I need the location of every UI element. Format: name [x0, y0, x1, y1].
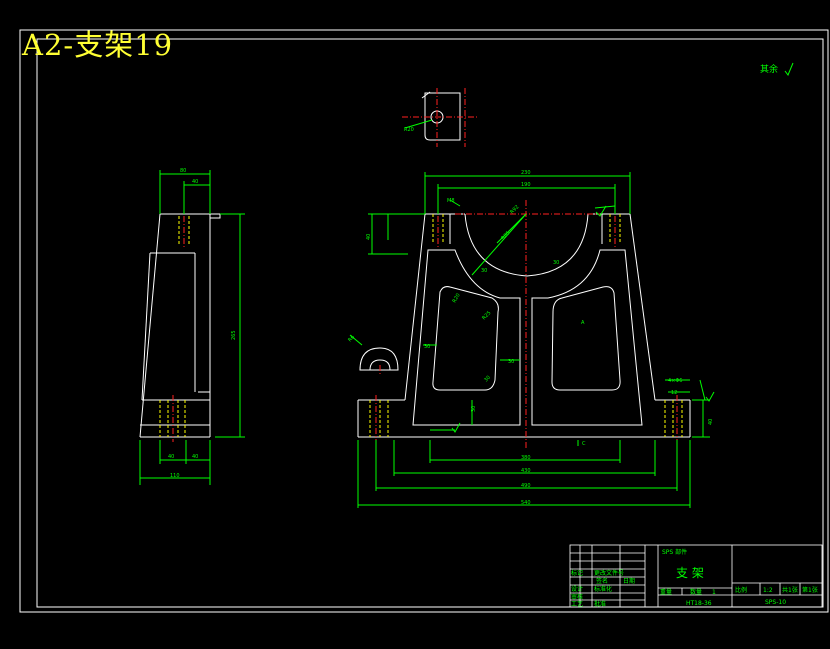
- title-block: [569, 544, 823, 608]
- front-label-c: C: [582, 441, 586, 447]
- detail-radius-label: R20: [404, 127, 414, 133]
- front-arc-r2-dim: R85: [500, 230, 511, 241]
- detail-view: [402, 88, 478, 147]
- front-arc-r1-dim: R92: [509, 204, 520, 215]
- front-bottom-430-dim: 430: [521, 468, 531, 474]
- tb-approve-label: 批准: [594, 600, 606, 608]
- tb-check-label: 审核: [571, 593, 583, 601]
- side-bottom-overall-dim: 110: [170, 473, 180, 479]
- front-30-right-dim: 30: [483, 375, 492, 384]
- tb-designation: SPS 部件: [662, 548, 687, 556]
- tb-drawing-no: SPS-10: [765, 599, 786, 606]
- front-hole-depth-dim: 40: [366, 234, 372, 240]
- front-top-190-dim: 190: [521, 182, 531, 188]
- tb-date-label: 日期: [623, 577, 635, 585]
- front-view: [349, 172, 710, 508]
- front-30-bottom-dim: 30: [471, 406, 477, 412]
- tb-change-label: 更改文件号: [594, 569, 624, 577]
- front-right-12-dim: 12: [671, 390, 677, 396]
- side-top-half-dim: 40: [192, 179, 198, 185]
- front-30-left-dim: 30: [424, 344, 430, 350]
- front-angle-30a-dim: 30: [481, 268, 487, 274]
- side-bottom-right-dim: 40: [192, 454, 198, 460]
- surface-finish-text: 其余: [760, 65, 779, 75]
- tb-sign-label: 签名: [596, 577, 608, 585]
- front-right-40-dim: 40: [708, 419, 714, 425]
- side-height-dim: 265: [231, 330, 237, 340]
- front-bottom-490-dim: 490: [521, 483, 531, 489]
- front-r25-dim: R25: [481, 310, 492, 321]
- surface-finish-note: 其余: [760, 62, 778, 75]
- tb-part-name: 支 架: [676, 566, 704, 580]
- outer-border: [19, 29, 829, 613]
- front-right-holes-dim: 4×Φ6: [668, 378, 683, 384]
- tb-scale-label: 比例: [735, 586, 747, 594]
- front-label-a: A: [581, 320, 585, 326]
- tb-standard-label: 标准化: [594, 585, 612, 593]
- sheet-title: A2-支架19: [22, 28, 174, 62]
- front-30-mid-dim: 30: [508, 359, 514, 365]
- tb-craft-label: 工艺: [571, 600, 583, 608]
- side-top-overall-dim: 80: [180, 168, 186, 174]
- front-angle-30b-dim: 30: [553, 260, 559, 266]
- tb-weight-label: 重量: [660, 588, 672, 596]
- front-bottom-380-dim: 380: [521, 455, 531, 461]
- tb-sheet-no: 第1张: [802, 586, 818, 594]
- inner-border: [36, 38, 824, 608]
- side-bottom-left-dim: 40: [168, 454, 174, 460]
- front-hole-dim: M8: [447, 198, 455, 204]
- tb-material: HT18-36: [686, 600, 712, 607]
- front-r20-dim: R20: [452, 292, 462, 304]
- roughness-symbols: [451, 62, 794, 433]
- tb-qty-label: 数量: [690, 588, 702, 596]
- tb-sheet-total: 共1张: [782, 586, 798, 594]
- side-view: [139, 170, 245, 485]
- tb-scale-value: 1:2: [763, 587, 773, 594]
- front-bottom-540-dim: 540: [521, 500, 531, 506]
- front-left-r-dim: R6: [347, 334, 356, 343]
- front-top-230-dim: 230: [521, 170, 531, 176]
- tb-design-label: 设计: [571, 585, 583, 593]
- tb-qty-value: 1: [712, 589, 716, 596]
- tb-mark-label: 标记: [571, 569, 583, 577]
